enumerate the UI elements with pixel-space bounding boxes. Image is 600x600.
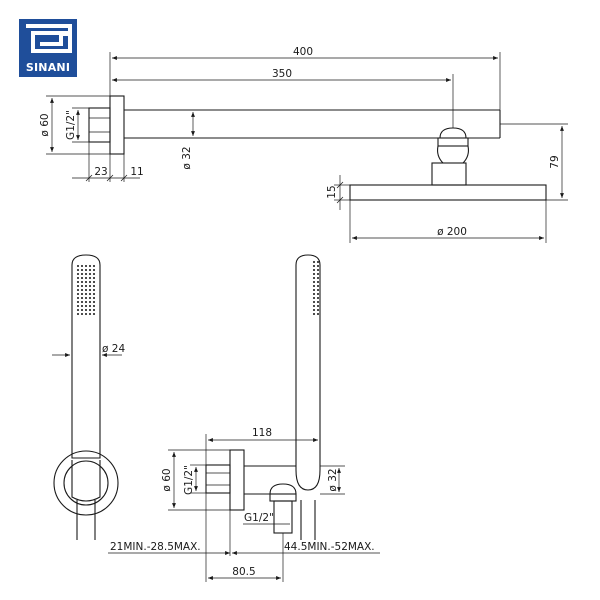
hand-shower-side-view (295, 254, 321, 491)
dim-outlet-thread: G1/2" (183, 465, 195, 495)
arm-thread-connector (88, 107, 111, 143)
arm-ball-joint (439, 127, 467, 139)
dim-handle-diameter: ø 24 (102, 343, 125, 355)
dim-arm-thread: G1/2" (65, 110, 77, 140)
dim-flange-depth: 23 (94, 166, 107, 178)
dim-tube-diameter: ø 32 (181, 146, 193, 169)
shower-head (349, 184, 547, 201)
dim-arm-length: 350 (272, 68, 292, 80)
hand-shower-handle (71, 254, 101, 459)
dim-flange-plate: 11 (130, 166, 143, 178)
dim-total-length: 400 (293, 46, 313, 58)
dim-outlet-body-diameter: ø 32 (327, 468, 339, 491)
hand-shower-holder-ring (53, 450, 119, 516)
brand-logo: SINANI (19, 19, 77, 77)
dim-hose-thread: G1/2" (244, 512, 274, 524)
dim-drop-height: 79 (549, 155, 561, 168)
outlet-thread (205, 464, 231, 494)
wall-outlet-view: 118 ø 60 G1/2" ø 32 G1/2" 21MIN.-28.5MAX… (108, 427, 380, 582)
dim-head-diameter: ø 200 (437, 226, 467, 238)
hand-shower-nozzles (76, 263, 96, 315)
outlet-wall-flange (229, 449, 245, 511)
dim-head-thickness: 15 (326, 185, 338, 198)
hand-shower-side-nozzles (312, 260, 319, 315)
dim-outlet-flange-diameter: ø 60 (161, 468, 173, 491)
arm-wall-flange (109, 95, 125, 155)
shower-head-connector (431, 162, 467, 186)
dim-depth-range-left: 21MIN.-28.5MAX. (110, 541, 201, 553)
hand-shower-side-body (295, 254, 321, 491)
dim-depth-range-right: 44.5MIN.-52MAX. (284, 541, 375, 553)
logo-text: SINANI (26, 61, 70, 74)
hand-shower-view: ø 24 (52, 254, 125, 540)
dim-outlet-length: 118 (252, 427, 272, 439)
dim-arm-flange-diameter: ø 60 (39, 113, 51, 136)
logo-square (19, 19, 77, 77)
dim-outlet-offset: 80.5 (232, 566, 255, 578)
outlet-hose-connector (269, 483, 297, 495)
shower-arm-view: 400 350 ø 60 G1/2" ø 32 23 11 79 (39, 46, 568, 243)
